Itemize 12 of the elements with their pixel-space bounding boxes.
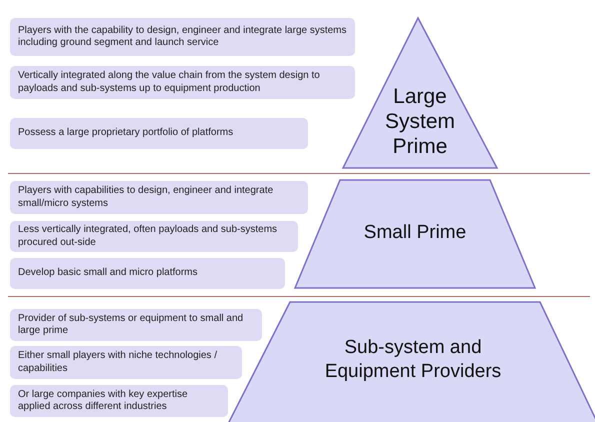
description-box: Players with capabilities to design, engineer and integrate small/micro systems bbox=[10, 181, 308, 214]
tier-title: Small Prime bbox=[362, 221, 468, 244]
tier-title: Sub-system and Equipment Providers bbox=[324, 336, 502, 384]
description-box: Possess a large proprietary portfolio of platforms bbox=[10, 118, 308, 149]
description-box: Develop basic small and micro platforms bbox=[10, 258, 285, 289]
tier-title: Large System Prime bbox=[384, 84, 456, 159]
description-box: Less vertically integrated, often payloads and sub-systems procured out-side bbox=[10, 221, 298, 252]
description-box: Vertically integrated along the value chain from the system design to payloads and sub-systems up to equipment production bbox=[10, 66, 355, 99]
description-box: Either small players with niche technologies / capabilities bbox=[10, 346, 242, 379]
description-box: Provider of sub-systems or equipment to small and large prime bbox=[10, 309, 262, 341]
description-box: Or large companies with key expertise applied across different industries bbox=[10, 385, 228, 417]
description-box: Players with the capability to design, engineer and integrate large systems including ground segment and launch service bbox=[10, 18, 355, 56]
